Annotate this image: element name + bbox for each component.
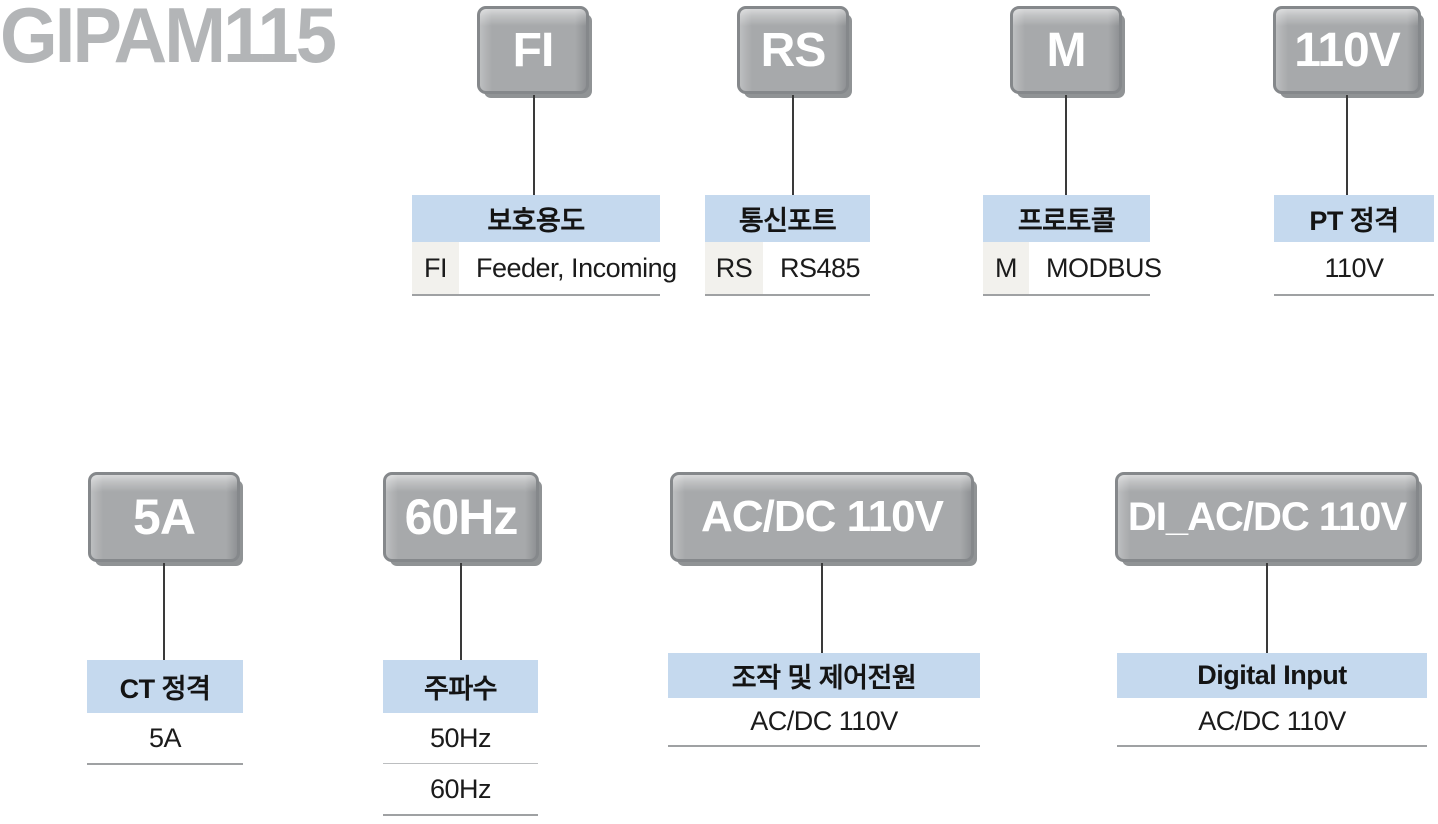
table-row: 110V [1274, 242, 1434, 296]
code-box-ct-rating: 5A [88, 472, 240, 562]
page-title: GIPAM115 [0, 0, 337, 79]
lookup-table-comm-port: 통신포트 RS RS485 [705, 195, 870, 296]
code-box-digital-input: DI_AC/DC 110V [1115, 472, 1419, 562]
code-box-label: RS [760, 23, 827, 77]
table-row: RS RS485 [705, 242, 870, 296]
table-header: 조작 및 제어전원 [668, 653, 980, 698]
code-box-label: 5A [133, 489, 196, 545]
code-box-label: 110V [1294, 23, 1400, 77]
code-box-label: M [1046, 23, 1087, 77]
lookup-table-digital-input: Digital Input AC/DC 110V [1117, 653, 1427, 747]
table-row: AC/DC 110V [1117, 698, 1427, 747]
table-header: Digital Input [1117, 653, 1427, 698]
table-row: 5A [87, 713, 243, 765]
code-box-label: DI_AC/DC 110V [1127, 494, 1407, 539]
lookup-table-protocol: 프로토콜 M MODBUS [983, 195, 1162, 296]
connector-line [533, 95, 535, 195]
table-header: 프로토콜 [983, 195, 1150, 242]
connector-line [460, 563, 462, 660]
code-cell: RS [705, 242, 763, 294]
code-box-label: 60Hz [404, 489, 519, 545]
table-header: 보호용도 [412, 195, 660, 242]
lookup-table-pt-rating: PT 정격 110V [1274, 195, 1434, 296]
value-cell: MODBUS [1046, 252, 1162, 283]
lookup-table-protection: 보호용도 FI Feeder, Incoming [412, 195, 677, 296]
code-box-label: AC/DC 110V [701, 492, 944, 541]
table-row: 60Hz [383, 764, 538, 816]
table-row: M MODBUS [983, 242, 1162, 296]
table-header: 주파수 [383, 660, 538, 713]
table-row: FI Feeder, Incoming [412, 242, 677, 296]
value-cell: 50Hz [429, 722, 492, 753]
code-box-label: FI [512, 23, 555, 77]
lookup-table-frequency: 주파수 50Hz 60Hz [383, 660, 538, 816]
connector-line [1266, 563, 1268, 653]
connector-line [792, 95, 794, 195]
value-cell: 60Hz [429, 773, 492, 804]
connector-line [163, 563, 165, 660]
table-header: PT 정격 [1274, 195, 1434, 242]
value-cell: AC/DC 110V [750, 706, 898, 736]
value-cell: RS485 [780, 252, 861, 283]
code-cell: FI [412, 242, 459, 294]
connector-line [821, 563, 823, 653]
table-header: 통신포트 [705, 195, 870, 242]
code-box-comm-port: RS [737, 6, 849, 94]
value-cell: 110V [1324, 252, 1384, 283]
code-cell: M [983, 242, 1029, 294]
table-row: 50Hz [383, 713, 538, 764]
code-box-control-power: AC/DC 110V [670, 472, 974, 562]
connector-line [1065, 95, 1067, 195]
lookup-table-control-power: 조작 및 제어전원 AC/DC 110V [668, 653, 980, 747]
table-header: CT 정격 [87, 660, 243, 713]
value-cell: Feeder, Incoming [476, 252, 677, 283]
code-box-protocol: M [1010, 6, 1122, 94]
code-box-frequency: 60Hz [383, 472, 539, 562]
value-cell: AC/DC 110V [1198, 706, 1346, 736]
code-box-pt-rating: 110V [1273, 6, 1421, 94]
connector-line [1346, 95, 1348, 195]
value-cell: 5A [148, 722, 182, 753]
table-row: AC/DC 110V [668, 698, 980, 747]
code-box-protection: FI [477, 6, 589, 94]
lookup-table-ct-rating: CT 정격 5A [87, 660, 243, 765]
